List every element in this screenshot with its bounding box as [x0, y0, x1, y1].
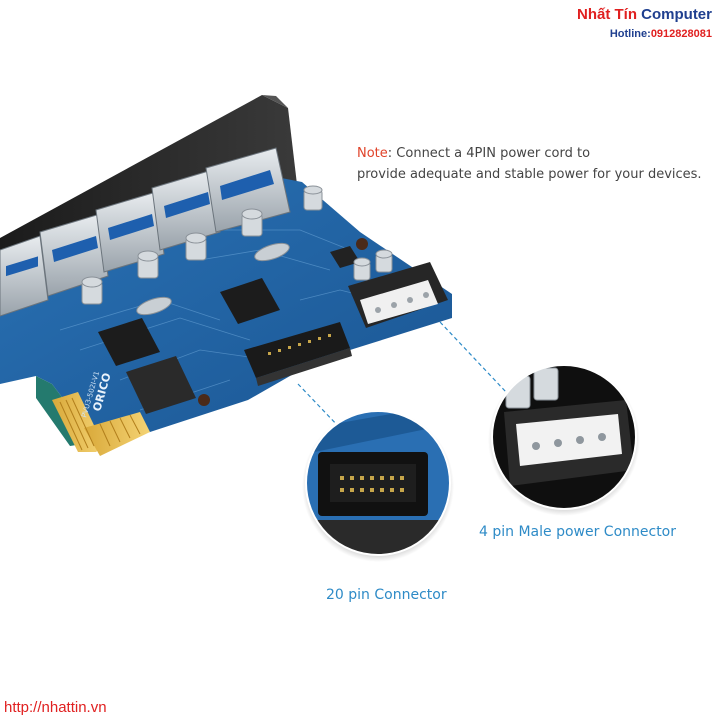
pcie-gold-fingers	[52, 392, 150, 456]
note-line-1: Note: Connect a 4PIN power cord to	[357, 143, 707, 164]
hotline-number: 0912828081	[650, 28, 712, 40]
usb-port	[151, 169, 221, 251]
power-note: Note: Connect a 4PIN power cord to provi…	[357, 143, 707, 185]
caption-20-pin-connector: 20 pin Connector	[326, 587, 447, 603]
note-label: Note	[357, 146, 388, 161]
caption-4-pin-male-connector: 4 pin Male power Connector	[479, 524, 676, 540]
hotline-label: Hotline:	[609, 28, 651, 40]
pointer-lines	[297, 321, 507, 429]
note-line-2: provide adequate and stable power for yo…	[357, 167, 702, 182]
crystals	[136, 242, 290, 316]
usb-port	[205, 147, 291, 233]
website-url[interactable]: http://nhattin.vn	[4, 699, 107, 716]
note-text-1: : Connect a 4PIN power cord to	[387, 146, 591, 161]
hotline: Hotline:0912828081	[577, 27, 712, 41]
usb-port	[39, 213, 109, 297]
molex-connector	[348, 262, 448, 328]
brand-name: Nhất Tín Computer	[577, 6, 712, 24]
controller-chips	[98, 246, 360, 414]
brand-name-part1: Nhất Tín	[576, 6, 637, 23]
brand-watermark: Nhất Tín Computer Hotline:0912828081	[577, 6, 712, 41]
brand-name-part2: Computer	[641, 6, 712, 23]
zoom-20-pin	[302, 410, 454, 562]
capacitors	[81, 185, 393, 406]
usb-ports	[0, 147, 291, 317]
usb-port	[0, 235, 49, 317]
20-pin-header	[244, 322, 352, 386]
zoom-4-pin	[488, 364, 640, 516]
